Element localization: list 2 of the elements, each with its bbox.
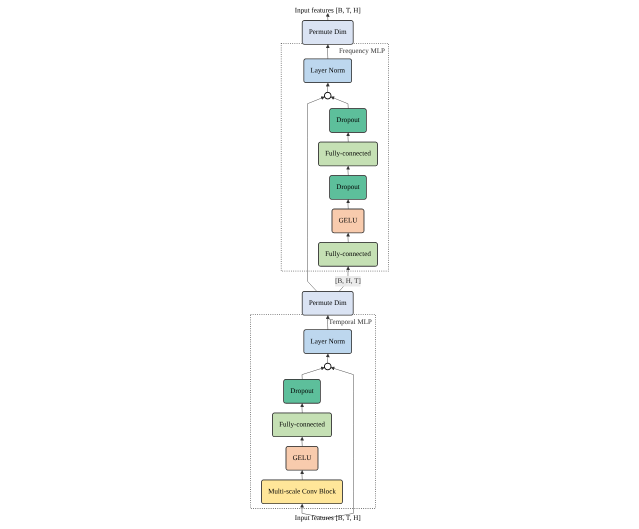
node-circle (324, 92, 332, 100)
node-circle (324, 362, 332, 370)
